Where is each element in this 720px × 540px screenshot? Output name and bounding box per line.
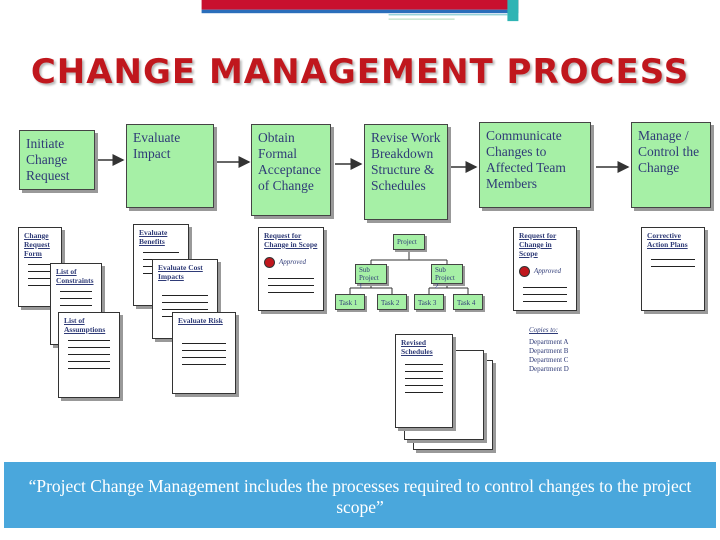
doc-title: Evaluate Benefits [139,228,168,246]
copies-to-title: Copies to: [529,326,558,334]
doc-title: Revised Schedules [401,338,433,356]
doc-corrective-action-plans: Corrective Action Plans [641,227,705,311]
copies-to-list: Copies to: Department A Department B Dep… [529,326,569,374]
approved-stamp: Approved [519,266,571,277]
doc-title: List of Assumptions [64,316,106,334]
top-blue-band [201,9,519,14]
copies-to-item: Department A [529,338,569,346]
step-initiate-change-request: Initiate Change Request [19,130,95,190]
doc-title: Corrective Action Plans [647,231,688,249]
approved-seal-icon [264,257,275,268]
step-evaluate-impact: Evaluate Impact [126,124,214,208]
doc-title: Evaluate Risk [178,316,223,325]
doc-list-of-assumptions: List of Assumptions [58,312,120,398]
doc-request-for-change-1: Request for Change in Scope Approved [258,227,324,311]
approved-stamp: Approved [264,257,318,268]
doc-title: Change Request Form [24,231,50,258]
wbs-task-1-node: Task 1 [335,294,365,310]
wbs-project-node: Project [393,234,425,250]
wbs-subproject-2-node: Sub Project 2 [431,264,463,290]
copies-to-item: Department D [529,365,569,373]
copies-to-item: Department C [529,356,569,364]
wbs-subproject-1-node: Sub Project 1 [355,264,387,290]
doc-title: List of Constraints [56,267,94,285]
doc-title: Evaluate Cost Impacts [158,263,203,281]
page-title: CHANGE MANAGEMENT PROCESS [30,52,690,92]
step-communicate-changes: Communicate Changes to Affected Team Mem… [479,122,591,208]
scope-quote-banner: “Project Change Management includes the … [4,462,716,528]
top-red-band [201,0,519,10]
top-decorative-bar [201,0,519,22]
doc-title: Request for Change in Scope [519,231,557,258]
copies-to-item: Department B [529,347,569,355]
step-revise-wbs-schedules: Revise Work Breakdown Structure & Schedu… [364,124,448,220]
step-obtain-formal-acceptance: Obtain Formal Acceptance of Change [251,124,331,216]
doc-request-for-change-2: Request for Change in Scope Approved [513,227,577,311]
doc-revised-schedules: Revised Schedules [395,334,453,428]
top-thin-line-2 [388,18,455,20]
doc-title: Request for Change in Scope [264,231,318,249]
step-manage-control-change: Manage / Control the Change [631,122,711,208]
doc-evaluate-risk: Evaluate Risk [172,312,236,394]
top-thin-line [388,14,508,16]
wbs-task-3-node: Task 3 [414,294,444,310]
top-teal-corner [507,0,519,22]
wbs-task-2-node: Task 2 [377,294,407,310]
approved-seal-icon [519,266,530,277]
wbs-task-4-node: Task 4 [453,294,483,310]
